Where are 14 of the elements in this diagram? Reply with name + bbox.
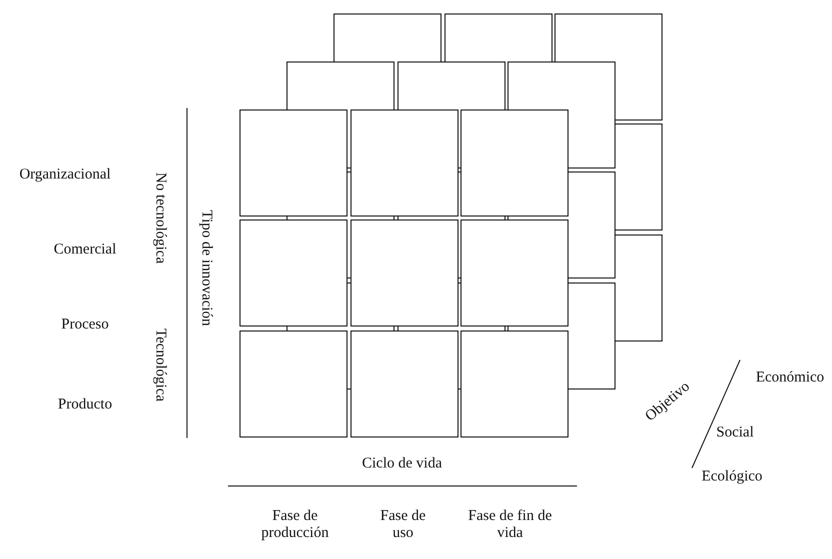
category-label: Organizacional (19, 166, 111, 184)
axis-label: Ciclo de vida (362, 456, 442, 472)
category-label: Fase de producción (260, 508, 330, 542)
axis-label: Tipo de innovación (198, 210, 214, 326)
category-label: Ecológico (702, 468, 762, 486)
category-label: Social (716, 424, 754, 442)
category-label: Producto (58, 396, 112, 414)
category-label: Comercial (54, 242, 116, 258)
category-label: Fase de fin de vida (467, 508, 553, 542)
category-label: No tecnológica (152, 172, 168, 264)
category-label: Económico (756, 370, 824, 386)
category-label: Proceso (61, 316, 109, 334)
category-label: Tecnológica (152, 328, 168, 402)
category-label: Fase de uso (379, 508, 427, 542)
